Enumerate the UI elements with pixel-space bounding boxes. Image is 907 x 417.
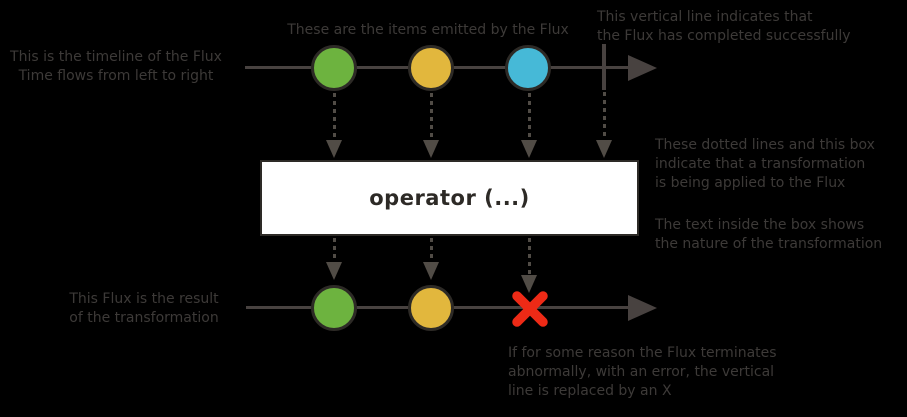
annotation-line: is being applied to the Flux <box>655 175 846 191</box>
dotted-connector <box>528 238 531 275</box>
annotation-result: This Flux is the result of the transform… <box>29 290 259 328</box>
annotation-line: line is replaced by an X <box>508 383 672 399</box>
annotation-line: the Flux has completed successfully <box>597 28 851 44</box>
error-x-icon <box>512 291 548 327</box>
annotation-error: If for some reason the Flux terminates a… <box>508 344 777 401</box>
annotation-line: These are the items emitted by the Flux <box>287 22 569 38</box>
source-marble-green <box>311 45 357 91</box>
annotation-line: abnormally, with an error, the vertical <box>508 364 775 380</box>
annotation-line: The text inside the box shows <box>655 217 865 233</box>
connector-arrowhead-icon <box>521 140 537 158</box>
connector-arrowhead-icon <box>326 262 342 280</box>
operator-box: operator (...) <box>260 160 639 236</box>
annotation-box-text: The text inside the box shows the nature… <box>655 216 882 254</box>
source-marble-blue <box>505 45 551 91</box>
annotation-line: This is the timeline of the Flux <box>10 49 222 65</box>
annotation-timeline: This is the timeline of the Flux Time fl… <box>0 48 232 86</box>
source-timeline-arrowhead-icon <box>628 55 657 81</box>
connector-arrowhead-icon <box>423 262 439 280</box>
annotation-items: These are the items emitted by the Flux <box>270 21 586 40</box>
dotted-connector <box>430 93 433 140</box>
annotation-line: This Flux is the result <box>69 291 219 307</box>
result-marble-green <box>311 285 357 331</box>
annotation-line: These dotted lines and this box <box>655 137 875 153</box>
operator-label: operator (...) <box>369 186 530 210</box>
dotted-connector <box>603 92 606 140</box>
source-marble-yellow <box>408 45 454 91</box>
connector-arrowhead-icon <box>326 140 342 158</box>
dotted-connector <box>430 238 433 262</box>
annotation-line: This vertical line indicates that <box>597 9 813 25</box>
complete-line <box>602 44 606 90</box>
annotation-complete: This vertical line indicates that the Fl… <box>597 8 851 46</box>
result-marble-yellow <box>408 285 454 331</box>
annotation-line: the nature of the transformation <box>655 236 883 252</box>
annotation-line: If for some reason the Flux terminates <box>508 345 777 361</box>
dotted-connector <box>333 93 336 140</box>
connector-arrowhead-icon <box>521 275 537 293</box>
annotation-transformation: These dotted lines and this box indicate… <box>655 136 875 193</box>
dotted-connector <box>333 238 336 262</box>
annotation-line: Time flows from left to right <box>18 68 214 84</box>
connector-arrowhead-icon <box>423 140 439 158</box>
connector-arrowhead-icon <box>596 140 612 158</box>
annotation-line: of the transformation <box>69 310 219 326</box>
result-timeline-arrowhead-icon <box>628 295 657 321</box>
annotation-line: indicate that a transformation <box>655 156 866 172</box>
dotted-connector <box>528 93 531 140</box>
